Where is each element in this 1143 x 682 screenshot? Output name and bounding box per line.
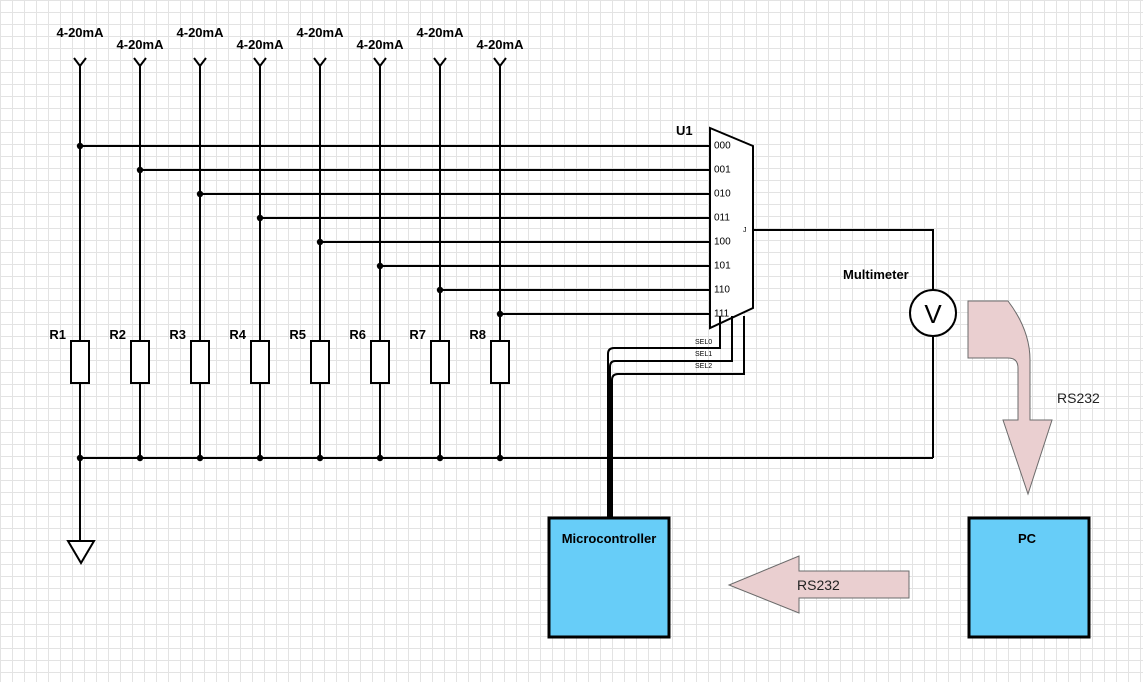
mux-channel-label-8: 111 [714, 309, 730, 320]
junction-dot [496, 310, 504, 318]
rs232-label-pc-mcu: RS232 [797, 577, 840, 593]
mux-output-wire [753, 229, 934, 290]
select-label-2: SEL2 [695, 363, 712, 370]
mux-body [709, 126, 754, 330]
voltmeter-icon [909, 289, 957, 337]
input-signal-label-8: 4-20mA [477, 37, 525, 52]
select-label-0: SEL0 [695, 339, 712, 346]
rs232-label-meter-pc: RS232 [1057, 390, 1100, 406]
mux-channel-label-3: 010 [714, 189, 731, 200]
mux-label: U1 [676, 123, 693, 138]
resistor-icon-5 [310, 340, 330, 384]
resistor-label-6: R6 [349, 327, 366, 342]
resistor-label-3: R3 [169, 327, 186, 342]
resistor-icon-3 [190, 340, 210, 384]
resistor-icon-4 [250, 340, 270, 384]
select-label-1: SEL1 [695, 351, 712, 358]
resistor-icon-1 [70, 340, 90, 384]
select-line-1 [609, 316, 733, 518]
mux-output-pin: J [743, 227, 747, 234]
ground-icon [66, 540, 96, 565]
mux-channel-label-2: 001 [714, 165, 731, 176]
input-signal-label-1: 4-20mA [57, 25, 105, 40]
rs232-left-arrow [727, 555, 910, 614]
junction-dot [196, 190, 204, 198]
junction-dot [76, 142, 84, 150]
junction-dot [376, 262, 384, 270]
microcontroller-label: Microcontroller [562, 531, 657, 546]
select-line-2 [611, 316, 745, 518]
resistor-label-5: R5 [289, 327, 306, 342]
input-signal-label-4: 4-20mA [237, 37, 285, 52]
resistor-label-7: R7 [409, 327, 426, 342]
resistor-label-1: R1 [49, 327, 66, 342]
mux-channel-label-7: 110 [714, 285, 730, 296]
pc-label: PC [1018, 531, 1037, 546]
input-signal-label-5: 4-20mA [297, 25, 345, 40]
junction-dot [136, 166, 144, 174]
select-line-0 [607, 316, 721, 518]
pc-block [967, 516, 1091, 639]
junction-dot [436, 286, 444, 294]
resistor-icon-6 [370, 340, 390, 384]
mux-channel-label-6: 101 [714, 261, 731, 272]
input-signal-label-7: 4-20mA [417, 25, 465, 40]
mux-channel-label-5: 100 [714, 237, 731, 248]
input-signal-label-3: 4-20mA [177, 25, 225, 40]
microcontroller-block [547, 516, 671, 639]
input-signal-label-6: 4-20mA [357, 37, 405, 52]
rs232-curved-arrow [967, 300, 1053, 496]
resistor-icon-7 [430, 340, 450, 384]
resistor-label-4: R4 [229, 327, 246, 342]
input-signal-label-2: 4-20mA [117, 37, 165, 52]
multimeter-label: Multimeter [843, 267, 909, 282]
resistor-label-8: R8 [469, 327, 486, 342]
junction-dot [256, 214, 264, 222]
resistor-icon-2 [130, 340, 150, 384]
resistor-icon-8 [490, 340, 510, 384]
junction-dot [316, 238, 324, 246]
voltmeter-symbol: V [924, 299, 942, 329]
mux-channel-label-1: 000 [714, 141, 731, 152]
resistor-label-2: R2 [109, 327, 126, 342]
mux-channel-label-4: 011 [714, 213, 730, 224]
